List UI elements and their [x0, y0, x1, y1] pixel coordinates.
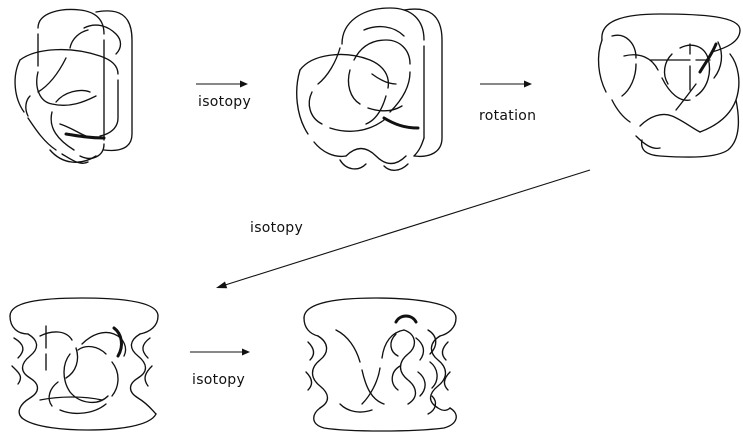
knot-diagram-2	[296, 7, 443, 171]
arrow-2	[480, 80, 532, 88]
step-label-4: isotopy	[192, 372, 246, 388]
knot-diagram-5	[303, 297, 457, 432]
knot-diagram-4	[9, 297, 159, 431]
step-label-3: isotopy	[250, 220, 304, 236]
step-label-2: rotation	[479, 108, 537, 124]
step-label-1: isotopy	[198, 94, 252, 110]
arrow-4	[190, 348, 250, 356]
knot-diagram-1	[14, 8, 133, 164]
arrow-1	[196, 80, 248, 88]
arrow-3	[216, 169, 591, 289]
knot-diagram-3	[597, 13, 741, 158]
